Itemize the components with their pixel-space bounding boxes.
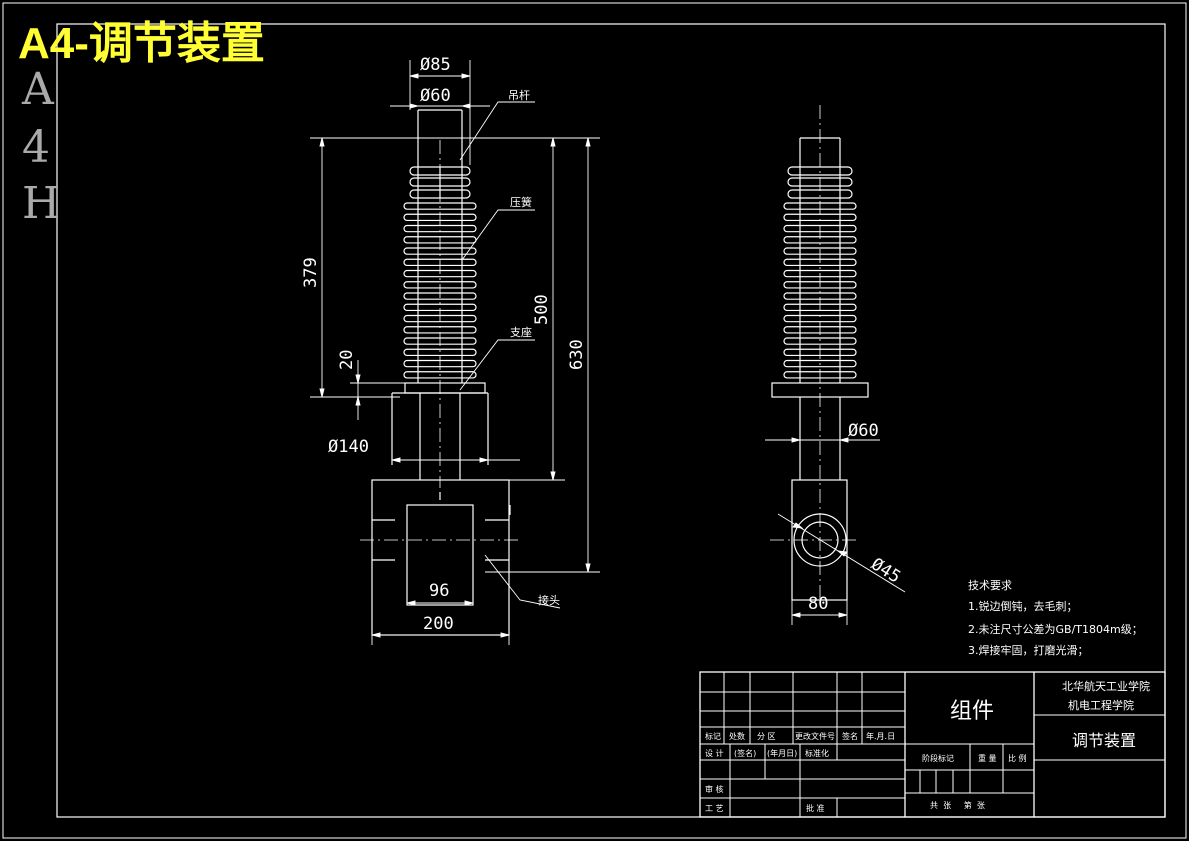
inner-frame — [56, 23, 1166, 818]
spring-coil — [783, 236, 857, 244]
side-dim-d60: Ø60 — [848, 421, 879, 441]
tech-note-1: 1.锐边倒钝，去毛刺； — [968, 599, 1078, 613]
spring-coil — [403, 269, 477, 278]
drawing-name: 调节装置 — [1072, 731, 1136, 750]
side-dim-d45: Ø45 — [867, 554, 904, 587]
svg-text:更改文件号: 更改文件号 — [795, 731, 835, 741]
spring-coil — [783, 292, 857, 300]
spring-coil — [403, 303, 477, 312]
svg-text:H: H — [22, 178, 60, 229]
title-block-text: 组件 北华航天工业学院 机电工程学院 调节装置 标记 处数 分 区 更改文件号 … — [705, 679, 1150, 813]
joint-housing — [360, 479, 520, 636]
label-joint: 接头 — [538, 594, 560, 607]
svg-text:设 计: 设 计 — [705, 748, 724, 758]
front-dimensions — [310, 60, 600, 645]
dim-d60: Ø60 — [420, 86, 451, 106]
spring-coil — [783, 359, 857, 368]
spring-coil — [403, 247, 477, 255]
side-compression-spring — [783, 202, 857, 379]
tech-note-2: 2.未注尺寸公差为GB/T1804m级； — [968, 622, 1143, 636]
svg-text:标准化: 标准化 — [805, 748, 829, 758]
spring-coil — [783, 224, 857, 233]
department-name: 机电工程学院 — [1068, 698, 1134, 712]
school-name: 北华航天工业学院 — [1062, 679, 1150, 693]
size-code: A 4 H — [21, 64, 60, 229]
spring-coil — [403, 213, 477, 222]
spring-coil — [403, 258, 477, 267]
spring-coil — [403, 348, 477, 357]
spring-coil — [783, 213, 857, 222]
label-spring: 压簧 — [510, 195, 532, 209]
dim-d140: Ø140 — [328, 437, 369, 457]
tech-notes-title: 技术要求 — [968, 579, 1012, 592]
spring-coil — [783, 337, 857, 345]
spring-coil — [783, 314, 857, 323]
tech-note-3: 3.焊接牢固，打磨光滑； — [968, 643, 1089, 657]
spring-coil — [783, 348, 857, 357]
dim-630: 630 — [567, 339, 587, 370]
technical-requirements: 技术要求 1.锐边倒钝，去毛刺； 2.未注尺寸公差为GB/T1804m级； 3.… — [968, 579, 1143, 657]
spring-coil — [783, 269, 857, 278]
weight-label: 重 量 — [978, 753, 997, 763]
side-dimension-text: Ø60 Ø45 80 — [808, 421, 904, 614]
svg-text:标记: 标记 — [705, 731, 721, 741]
title-block — [699, 671, 1166, 818]
lock-nuts — [409, 166, 471, 199]
spring-coil — [783, 202, 857, 210]
spring-coil — [403, 281, 477, 289]
svg-text:(年月日): (年月日) — [767, 748, 797, 758]
dim-500: 500 — [532, 294, 552, 325]
spring-coil — [403, 314, 477, 323]
label-rod: 吊杆 — [508, 88, 530, 102]
svg-text:4: 4 — [22, 122, 50, 173]
dim-d85: Ø85 — [420, 55, 451, 75]
spring-coil — [783, 258, 857, 267]
support-base — [391, 382, 489, 480]
spring-coil — [403, 371, 477, 379]
review-label: 审 核 — [705, 784, 724, 794]
dim-200: 200 — [423, 614, 454, 634]
side-view — [770, 105, 869, 601]
spring-coil — [403, 326, 477, 334]
spring-coil — [403, 224, 477, 233]
dim-96: 96 — [429, 581, 449, 601]
front-view — [360, 109, 520, 636]
spring-coil — [783, 326, 857, 334]
spring-coil — [403, 359, 477, 368]
spring-coil — [403, 202, 477, 210]
drawing-type: 组件 — [950, 699, 994, 724]
spring-coil — [783, 247, 857, 255]
process-label: 工 艺 — [705, 804, 724, 813]
svg-text:处数: 处数 — [729, 731, 745, 741]
front-dimension-text: Ø85 Ø60 379 20 500 630 Ø140 96 200 吊杆 压簧… — [301, 55, 587, 634]
svg-text:(签名): (签名) — [734, 748, 756, 758]
banner-title: A4-调节装置 — [18, 19, 265, 68]
scale-label: 比 例 — [1008, 753, 1027, 763]
side-dimensions — [765, 437, 906, 625]
sheet-count: 共 张 第 张 — [930, 800, 985, 810]
spring-coil — [783, 281, 857, 289]
dim-379: 379 — [301, 257, 321, 288]
approve-label: 批 准 — [806, 803, 825, 813]
spring-coil — [403, 337, 477, 345]
svg-text:分 区: 分 区 — [757, 732, 776, 741]
dim-20: 20 — [337, 350, 357, 370]
label-support: 支座 — [510, 325, 532, 339]
spring-coil — [783, 371, 857, 379]
svg-text:签名: 签名 — [842, 731, 858, 741]
svg-text:A: A — [21, 64, 55, 115]
side-dim-80: 80 — [808, 594, 828, 614]
spring-coil — [783, 303, 857, 312]
spring-coil — [403, 292, 477, 300]
stage-label: 阶段标记 — [922, 753, 954, 763]
svg-text:年.月.日: 年.月.日 — [866, 731, 895, 741]
